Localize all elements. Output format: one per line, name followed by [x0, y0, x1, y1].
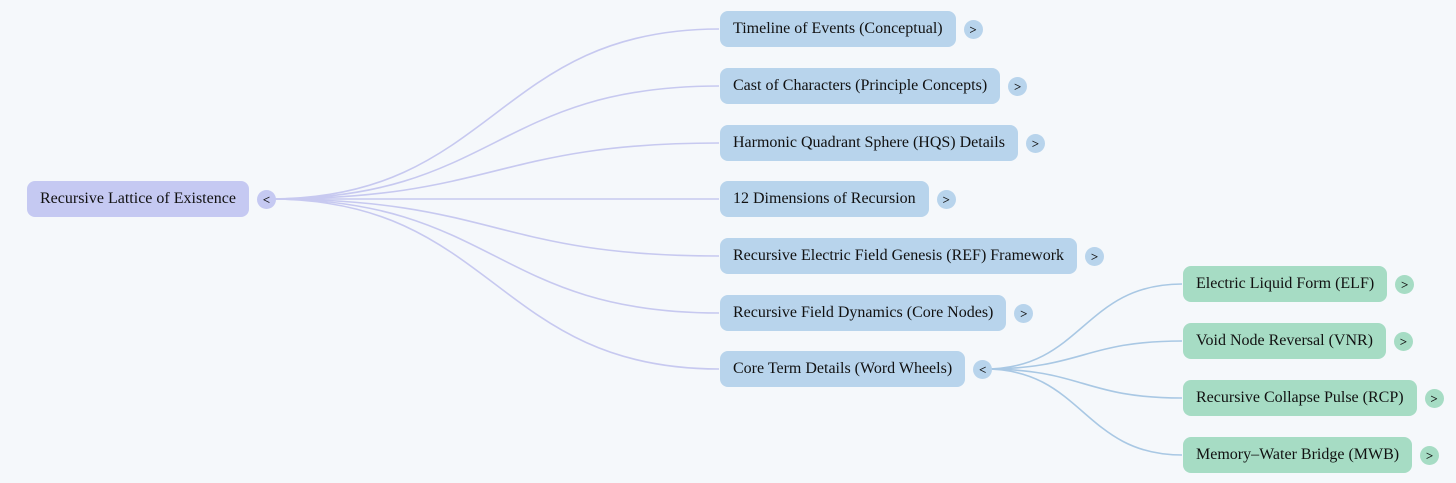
node-box-timeline[interactable]: Timeline of Events (Conceptual) — [720, 11, 956, 47]
node-vnr: Void Node Reversal (VNR) > — [1183, 323, 1414, 359]
expand-button-vnr[interactable]: > — [1394, 331, 1414, 351]
node-box-mwb[interactable]: Memory–Water Bridge (MWB) — [1183, 437, 1413, 473]
node-label: Recursive Lattice of Existence — [40, 190, 236, 207]
node-field-dynamics: Recursive Field Dynamics (Core Nodes) > — [720, 295, 1034, 331]
node-elf: Electric Liquid Form (ELF) > — [1183, 266, 1415, 302]
expand-button-ref-framework[interactable]: > — [1085, 246, 1105, 266]
node-timeline: Timeline of Events (Conceptual) > — [720, 11, 983, 47]
node-label: Timeline of Events (Conceptual) — [733, 20, 943, 37]
node-core-terms: Core Term Details (Word Wheels) < — [720, 351, 993, 387]
link-curve-root-ref — [269, 198, 720, 257]
link-curve-root-dynamics — [269, 198, 720, 314]
link-curve-root-coreterms — [269, 198, 720, 370]
node-box-harmonic[interactable]: Harmonic Quadrant Sphere (HQS) Details — [720, 125, 1018, 161]
expand-button-field-dynamics[interactable]: > — [1014, 303, 1034, 323]
node-label: Recursive Electric Field Genesis (REF) F… — [733, 247, 1065, 264]
node-harmonic: Harmonic Quadrant Sphere (HQS) Details > — [720, 125, 1045, 161]
expand-button-dimensions[interactable]: > — [936, 189, 956, 209]
node-dimensions: 12 Dimensions of Recursion > — [720, 181, 956, 217]
node-box-field-dynamics[interactable]: Recursive Field Dynamics (Core Nodes) — [720, 295, 1007, 331]
node-label: Memory–Water Bridge (MWB) — [1196, 446, 1400, 463]
node-label: 12 Dimensions of Recursion — [733, 190, 916, 207]
node-ref-framework: Recursive Electric Field Genesis (REF) F… — [720, 238, 1105, 274]
collapse-button-root[interactable]: < — [256, 189, 276, 209]
link-curve-coreterms-mwb — [984, 368, 1183, 456]
node-label: Harmonic Quadrant Sphere (HQS) Details — [733, 134, 1005, 151]
expand-button-harmonic[interactable]: > — [1025, 133, 1045, 153]
node-rcp: Recursive Collapse Pulse (RCP) > — [1183, 380, 1444, 416]
expand-button-mwb[interactable]: > — [1420, 445, 1440, 465]
node-box-dimensions[interactable]: 12 Dimensions of Recursion — [720, 181, 929, 217]
collapse-button-core-terms[interactable]: < — [973, 359, 993, 379]
node-box-vnr[interactable]: Void Node Reversal (VNR) — [1183, 323, 1387, 359]
node-box-rcp[interactable]: Recursive Collapse Pulse (RCP) — [1183, 380, 1417, 416]
link-curve-root-harmonic — [269, 142, 720, 200]
node-label: Recursive Collapse Pulse (RCP) — [1196, 389, 1404, 406]
link-curve-coreterms-elf — [984, 283, 1183, 370]
node-root: Recursive Lattice of Existence < — [27, 181, 276, 217]
node-box-root[interactable]: Recursive Lattice of Existence — [27, 181, 249, 217]
node-cast: Cast of Characters (Principle Concepts) … — [720, 68, 1028, 104]
node-box-cast[interactable]: Cast of Characters (Principle Concepts) — [720, 68, 1001, 104]
expand-button-timeline[interactable]: > — [963, 19, 983, 39]
node-label: Electric Liquid Form (ELF) — [1196, 275, 1375, 292]
link-curve-coreterms-rcp — [984, 368, 1183, 399]
node-box-ref-framework[interactable]: Recursive Electric Field Genesis (REF) F… — [720, 238, 1078, 274]
link-curve-root-timeline — [269, 28, 720, 200]
node-label: Void Node Reversal (VNR) — [1196, 332, 1374, 349]
node-box-core-terms[interactable]: Core Term Details (Word Wheels) — [720, 351, 966, 387]
node-box-elf[interactable]: Electric Liquid Form (ELF) — [1183, 266, 1388, 302]
node-label: Recursive Field Dynamics (Core Nodes) — [733, 304, 994, 321]
expand-button-cast[interactable]: > — [1008, 76, 1028, 96]
link-curve-root-cast — [269, 85, 720, 200]
expand-button-elf[interactable]: > — [1395, 274, 1415, 294]
node-label: Cast of Characters (Principle Concepts) — [733, 77, 988, 94]
node-label: Core Term Details (Word Wheels) — [733, 360, 953, 377]
node-mwb: Memory–Water Bridge (MWB) > — [1183, 437, 1440, 473]
expand-button-rcp[interactable]: > — [1424, 388, 1444, 408]
link-curve-coreterms-vnr — [984, 340, 1183, 370]
